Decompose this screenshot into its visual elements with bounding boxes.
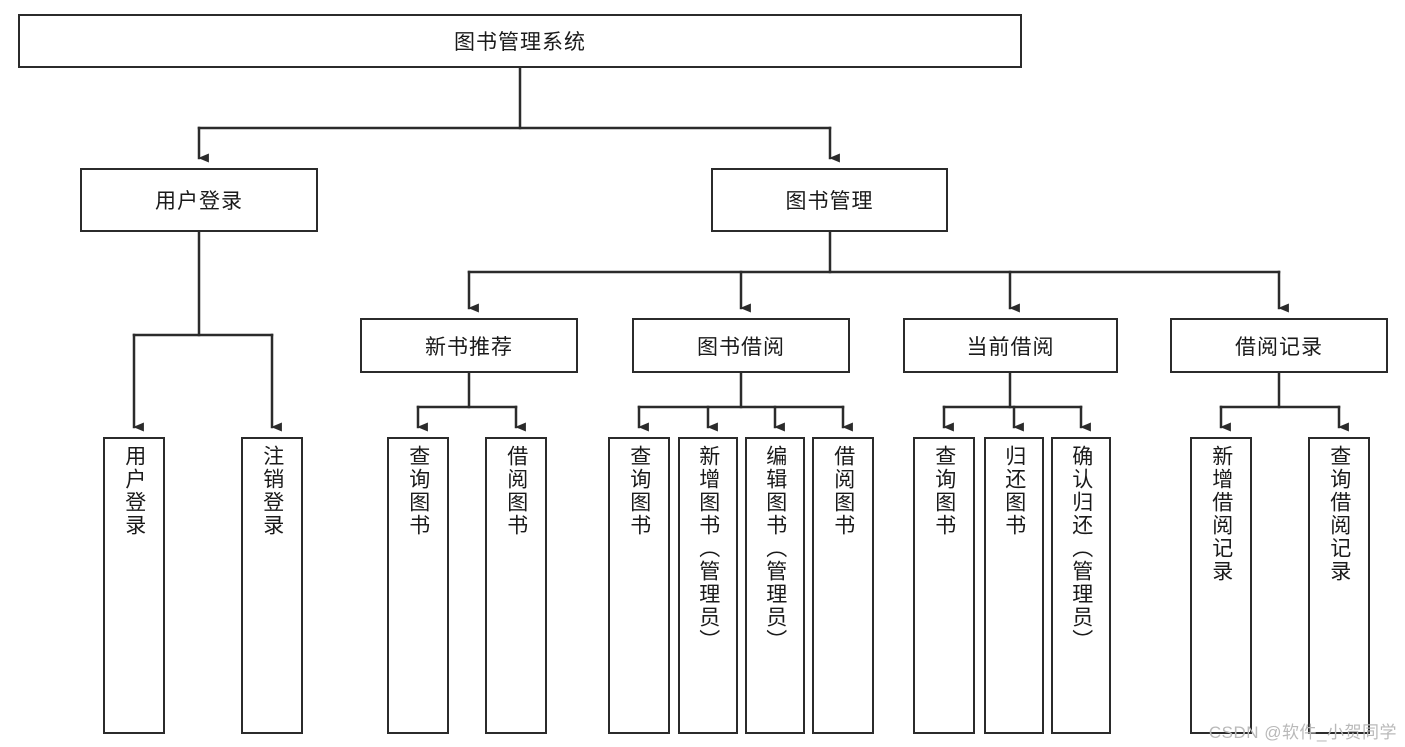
node-leaf-logout-label: 注销登录 [260,445,284,537]
watermark-text: CSDN @软件_小贺同学 [1208,723,1397,742]
node-current-borrow[interactable]: 当前借阅 [903,318,1118,373]
node-leaf-query-book-cur[interactable]: 查询图书 [913,437,975,734]
node-leaf-add-book-label: 新增图书（管理员） [696,445,720,652]
node-book-borrow-label: 图书借阅 [697,335,785,359]
node-root[interactable]: 图书管理系统 [18,14,1022,68]
node-leaf-return-book-label: 归还图书 [1002,445,1026,537]
node-book-manage-label: 图书管理 [785,190,874,213]
node-leaf-borrow-book-rec-label: 借阅图书 [504,445,528,537]
node-leaf-add-record[interactable]: 新增借阅记录 [1190,437,1252,734]
node-leaf-logout[interactable]: 注销登录 [241,437,303,734]
node-user-login[interactable]: 用户登录 [80,168,318,232]
node-leaf-edit-book[interactable]: 编辑图书（管理员） [745,437,805,734]
node-leaf-query-record[interactable]: 查询借阅记录 [1308,437,1370,734]
node-leaf-query-book-borrow[interactable]: 查询图书 [608,437,670,734]
node-current-borrow-label: 当前借阅 [966,335,1055,359]
node-root-label: 图书管理系统 [454,31,586,54]
node-book-manage[interactable]: 图书管理 [711,168,948,232]
node-user-login-label: 用户登录 [155,190,243,213]
node-leaf-query-book-cur-label: 查询图书 [932,445,956,537]
node-new-book-rec[interactable]: 新书推荐 [360,318,578,373]
node-leaf-borrow-book-label: 借阅图书 [831,445,855,537]
node-leaf-query-book-rec[interactable]: 查询图书 [387,437,449,734]
node-leaf-return-book[interactable]: 归还图书 [984,437,1044,734]
node-borrow-record[interactable]: 借阅记录 [1170,318,1388,373]
node-borrow-record-label: 借阅记录 [1235,335,1323,359]
node-leaf-add-book[interactable]: 新增图书（管理员） [678,437,738,734]
node-leaf-borrow-book[interactable]: 借阅图书 [812,437,874,734]
node-leaf-user-login[interactable]: 用户登录 [103,437,165,734]
node-book-borrow[interactable]: 图书借阅 [632,318,850,373]
node-leaf-borrow-book-rec[interactable]: 借阅图书 [485,437,547,734]
node-leaf-add-record-label: 新增借阅记录 [1209,445,1233,583]
node-leaf-query-book-rec-label: 查询图书 [406,445,430,537]
node-leaf-edit-book-label: 编辑图书（管理员） [763,445,787,652]
node-leaf-confirm-return-label: 确认归还（管理员） [1069,445,1093,652]
node-leaf-confirm-return[interactable]: 确认归还（管理员） [1051,437,1111,734]
node-new-book-rec-label: 新书推荐 [425,335,513,359]
node-leaf-user-login-label: 用户登录 [122,445,146,537]
node-leaf-query-book-borrow-label: 查询图书 [627,445,651,537]
node-leaf-query-record-label: 查询借阅记录 [1327,445,1351,583]
